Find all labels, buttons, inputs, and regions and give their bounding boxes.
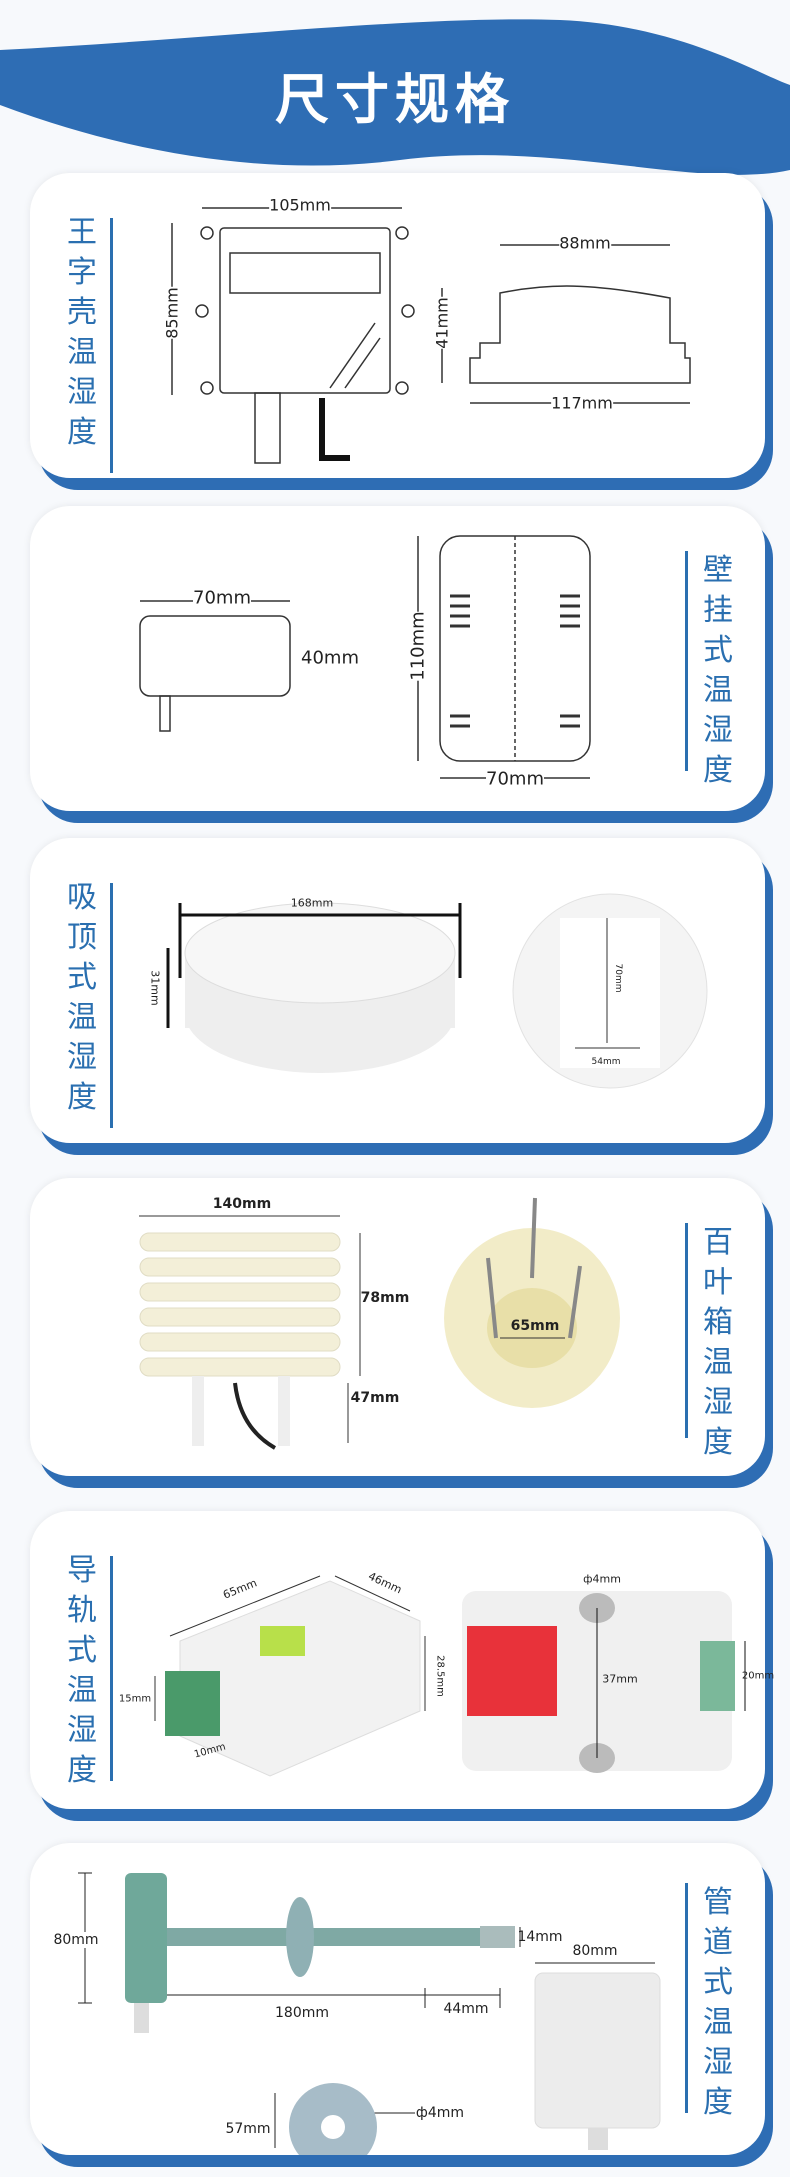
dim-label: 65mm <box>510 1318 560 1334</box>
dim-label: 70mm <box>486 768 544 790</box>
dim-label: 37mm <box>602 1672 638 1686</box>
card-label: 百叶箱温湿度 <box>703 1225 733 1460</box>
dim-label: 47mm <box>350 1390 400 1406</box>
dim-label: 88mm <box>559 233 611 253</box>
dim-label: 70mm <box>613 963 623 993</box>
dim-label: 41mm <box>432 297 452 349</box>
ceiling-mount-drawing <box>166 893 708 1089</box>
dim-label: 57mm <box>225 2121 271 2137</box>
header-banner <box>0 19 790 175</box>
dim-label: 20mm <box>741 1670 775 1682</box>
card-label: 壁挂式温湿度 <box>703 553 733 788</box>
card-louver-box: 140mm 78mm 47mm 65mm 百叶箱温湿度 <box>30 1178 765 1476</box>
dim-label: 31mm <box>148 970 162 1006</box>
card-label: 吸顶式温湿度 <box>67 880 97 1115</box>
dim-label: 80mm <box>53 1932 99 1948</box>
page-title: 尺寸规格 <box>275 68 515 131</box>
card-duct: 80mm 14mm 180mm 44mm 57mm ф4mm 80mm 管道式温… <box>30 1843 765 2155</box>
dim-label: 15mm <box>118 1693 152 1705</box>
dim-label: 54mm <box>591 1057 621 1067</box>
card-wangzi-shell: 王字壳温湿度 105mm 85mm 88mm 41mm 117mm <box>30 173 765 478</box>
dim-label: 40mm <box>301 647 359 669</box>
dim-label: 117mm <box>551 393 613 413</box>
dim-label: ф4mm <box>583 1572 621 1586</box>
din-rail-drawing <box>154 1575 746 1777</box>
dim-label: 140mm <box>212 1196 272 1212</box>
dim-label: 105mm <box>269 195 331 215</box>
label-divider <box>110 1556 113 1781</box>
label-divider <box>685 551 688 771</box>
dim-label: ф4mm <box>415 2105 465 2121</box>
dim-label: 168mm <box>290 896 334 910</box>
dim-label: 44mm <box>443 2001 489 2017</box>
dim-label: 85mm <box>162 287 182 339</box>
duct-drawing <box>78 1872 661 2155</box>
label-divider <box>685 1883 688 2113</box>
card-label: 王字壳温湿度 <box>67 215 97 450</box>
label-divider <box>685 1223 688 1438</box>
dim-label: 14mm <box>517 1929 563 1945</box>
dim-label: 78mm <box>360 1290 410 1306</box>
louver-box-drawing <box>139 1197 620 1450</box>
card-din-rail: 导轨式温湿度 65mm 46mm 28.5mm 15mm 10mm ф4mm 3… <box>30 1511 774 1809</box>
dim-label: 180mm <box>275 2005 329 2021</box>
dim-label: 80mm <box>572 1943 618 1959</box>
wangzi-drawing <box>171 207 691 464</box>
card-label: 管道式温湿度 <box>703 1885 733 2120</box>
dim-label: 70mm <box>193 587 251 609</box>
card-ceiling-mount: 吸顶式温湿度 168mm 31mm 70mm 54mm <box>30 838 765 1143</box>
card-label: 导轨式温湿度 <box>67 1553 97 1788</box>
dim-label: 110mm <box>407 611 429 681</box>
wall-mount-drawing <box>139 535 591 779</box>
dim-label: 28.5mm <box>434 1655 446 1697</box>
label-divider <box>110 883 113 1128</box>
card-wall-mount: 70mm 40mm 110mm 70mm 壁挂式温湿度 <box>30 506 765 811</box>
label-divider <box>110 218 113 473</box>
